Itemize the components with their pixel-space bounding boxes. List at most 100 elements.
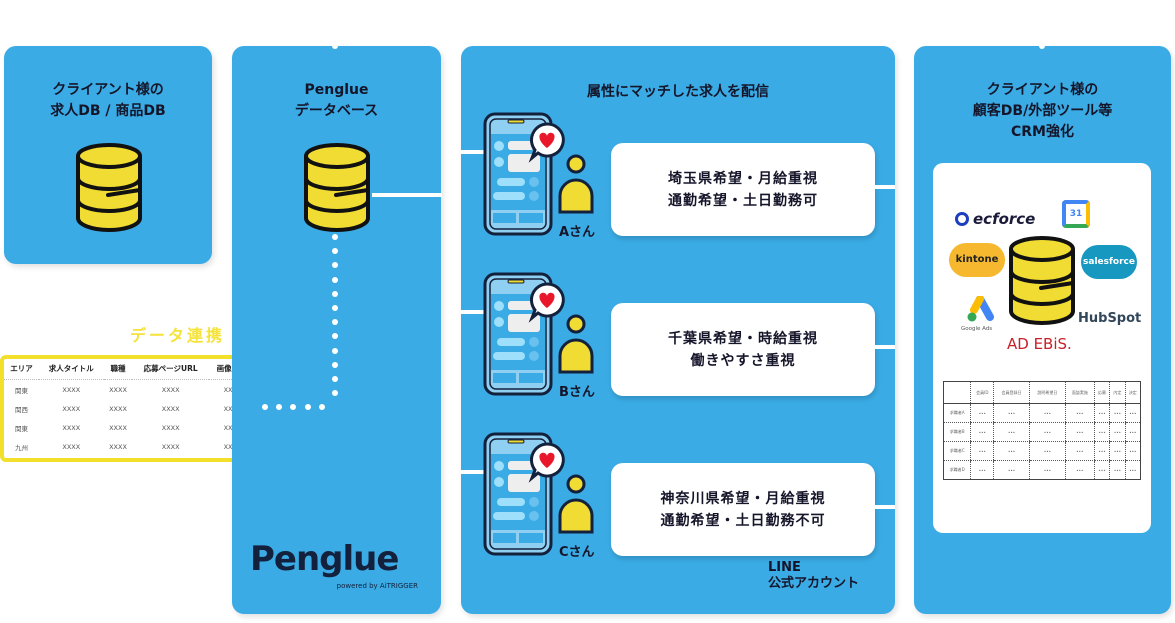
connector-dot xyxy=(332,305,338,311)
crm-table-header: 内定 xyxy=(1109,381,1126,404)
penglue-logo: Penglue powered by AiTRIGGER xyxy=(250,540,418,590)
salesforce-logo: salesforce xyxy=(1081,245,1137,279)
crm-table-cell: ••• xyxy=(1028,460,1066,480)
database-icon xyxy=(76,143,142,232)
connector-dot xyxy=(318,404,325,410)
crm-table-header: 説明希望日 xyxy=(1028,381,1066,404)
data-link-cell: XXXX xyxy=(109,443,127,451)
connector-dot xyxy=(332,376,338,382)
ecforce-logo: ecforce xyxy=(955,210,1035,228)
crm-table-cell: ••• xyxy=(1028,422,1066,442)
crm-table-cell: ••• xyxy=(1109,441,1126,461)
delivery-title: 属性にマッチした求人を配信 xyxy=(587,84,769,100)
match-message-card: 埼玉県希望・月給重視 通勤希望・土日勤務可 xyxy=(611,143,875,236)
data-link-cell: XXXX xyxy=(62,424,81,432)
data-link-cell: XXXX xyxy=(109,424,127,432)
crm-table-cell: ••• xyxy=(1093,441,1110,461)
crm-table-cell: ••• xyxy=(1124,460,1141,480)
connector-dot xyxy=(332,333,338,340)
connector-dot xyxy=(332,234,338,240)
crm-table-cell: 求職者A xyxy=(942,403,971,423)
crm-table-header xyxy=(942,381,971,404)
connector-dot xyxy=(332,248,338,255)
crm-title: クライアント様の 顧客DB/外部ツール等 CRM強化 xyxy=(972,82,1113,140)
crm-table-cell: ••• xyxy=(1064,441,1095,461)
data-link-row: 関西XXXXXXXXXXXXXXXX xyxy=(4,399,256,418)
data-link-header: 求人タイトル xyxy=(38,359,104,380)
line-official-account-label: LINE 公式アカウント xyxy=(768,560,860,591)
crm-table-header: 決定 xyxy=(1124,381,1141,404)
connector-line xyxy=(372,193,442,197)
data-link-cell: XXXX xyxy=(161,386,180,394)
database-icon xyxy=(304,143,370,232)
crm-table-cell: ••• xyxy=(1064,422,1095,442)
connector-line xyxy=(461,150,487,154)
google-calendar-logo: 31 xyxy=(1062,200,1090,228)
data-link-header: 応募ページURL xyxy=(132,359,209,380)
crm-table-cell: ••• xyxy=(1028,403,1066,423)
crm-table-cell: ••• xyxy=(1124,403,1141,423)
data-link-row: 九州XXXXXXXXXXXXXXXX xyxy=(4,437,256,456)
penglue-logo-text: Penglue xyxy=(250,539,399,579)
data-link-row: 関東XXXXXXXXXXXXXXXX xyxy=(4,380,256,400)
crm-table-header: 応募 xyxy=(1093,381,1110,404)
database-icon xyxy=(1009,236,1075,325)
crm-table-cell: ••• xyxy=(1093,460,1110,480)
connector-dot xyxy=(332,262,338,269)
client-db-title: クライアント様の 求人DB / 商品DB xyxy=(50,82,166,119)
data-link-cell: XXXX xyxy=(62,405,81,413)
connector-dot xyxy=(304,404,311,410)
crm-table-cell: ••• xyxy=(970,441,994,461)
heart-bubble-icon xyxy=(528,442,565,483)
user-name: Aさん xyxy=(559,225,596,240)
crm-table-header: 会員登録日 xyxy=(993,381,1030,404)
crm-table-cell: ••• xyxy=(1109,403,1126,423)
crm-table-row: 求職者C••••••••••••••••••••• xyxy=(942,441,1141,461)
crm-table-cell: ••• xyxy=(1064,460,1095,480)
connector-dot xyxy=(332,290,338,297)
connector-dot xyxy=(276,404,283,410)
hubspot-logo: HubSpot xyxy=(1078,311,1142,326)
connector-line xyxy=(875,185,895,189)
crm-table-cell: ••• xyxy=(1124,441,1141,461)
smartphone-icon xyxy=(483,432,553,556)
data-link-header: エリア xyxy=(4,359,39,380)
data-link-cell: XXXX xyxy=(62,443,81,451)
crm-table-cell: ••• xyxy=(1093,422,1110,442)
match-message-card: 千葉県希望・時給重視 働きやすさ重視 xyxy=(611,303,875,396)
data-link-cell: 関東 xyxy=(14,425,28,433)
crm-table-cell: ••• xyxy=(970,460,994,480)
crm-table-cell: 求職者B xyxy=(942,422,971,442)
heart-bubble-icon xyxy=(528,282,565,323)
penglue-db-panel: Penglue データベース xyxy=(232,46,441,614)
crm-table-cell: ••• xyxy=(993,403,1030,423)
data-link-cell: XXXX xyxy=(62,386,81,394)
google-ads-label: Google Ads xyxy=(961,326,993,332)
crm-table-cell: ••• xyxy=(1109,460,1126,480)
connector-dot xyxy=(332,276,338,283)
connector-dot xyxy=(290,404,297,410)
person-icon xyxy=(558,314,594,374)
crm-table-cell: 求職者D xyxy=(942,460,971,480)
crm-table-cell: ••• xyxy=(1109,422,1126,442)
data-link-cell: 関東 xyxy=(14,387,28,395)
data-link-row: 関東XXXXXXXXXXXXXXXX xyxy=(4,418,256,437)
penglue-db-title: Penglue データベース xyxy=(294,82,379,119)
crm-table-cell: ••• xyxy=(993,460,1030,480)
connector-dot xyxy=(332,43,338,49)
data-link-cell: XXXX xyxy=(161,405,180,413)
crm-table-cell: ••• xyxy=(1028,441,1066,461)
data-link-cell: XXXX xyxy=(109,405,127,413)
connector-dot xyxy=(1039,43,1045,49)
match-message-card: 神奈川県希望・月給重視 通勤希望・土日勤務不可 xyxy=(611,463,875,556)
data-link-header: 職種 xyxy=(103,359,133,380)
connector-line xyxy=(875,345,895,349)
client-db-panel: クライアント様の 求人DB / 商品DB xyxy=(4,46,212,264)
crm-table-cell: ••• xyxy=(970,403,994,423)
crm-table-header: 会員ID xyxy=(970,381,994,404)
connector-dot xyxy=(332,390,338,397)
crm-table-cell: ••• xyxy=(993,422,1030,442)
user-name: Bさん xyxy=(559,385,595,400)
crm-table-row: 求職者B••••••••••••••••••••• xyxy=(942,422,1141,442)
